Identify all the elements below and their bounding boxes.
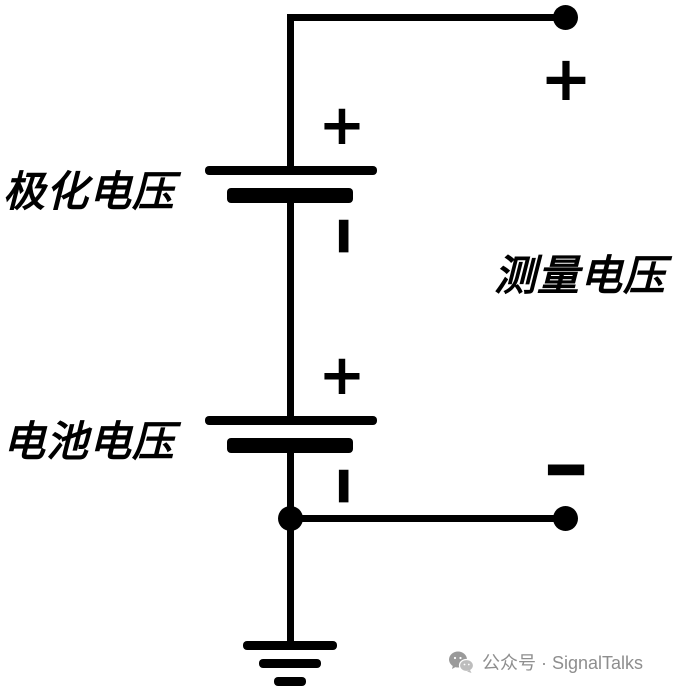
wire-horizontal-bottom (290, 515, 568, 522)
wire-horizontal-top (287, 14, 568, 21)
wechat-icon (449, 651, 474, 673)
measured-minus-sign: − (541, 412, 591, 522)
ground-bar-short (274, 677, 306, 686)
measured-plus-sign: + (540, 42, 592, 115)
battery2-plus-sign: + (318, 343, 366, 408)
wire-vertical-top (287, 14, 294, 171)
battery1-short-plate (227, 188, 353, 203)
wire-vertical-bottom (287, 450, 294, 649)
footer-credit-text: 公众号 · SignalTalks (482, 653, 644, 673)
measured-voltage-label: 测量电压 (494, 254, 667, 300)
terminal-node-positive (553, 5, 578, 30)
battery2-short-plate (227, 438, 353, 453)
footer-credit: 公众号 · SignalTalks (448, 649, 643, 675)
ground-bar-middle (259, 659, 321, 668)
battery1-long-plate (205, 166, 377, 175)
junction-node (278, 506, 303, 531)
battery1-plus-sign: + (318, 93, 366, 158)
battery2-minus-sign: − (296, 464, 393, 508)
terminal-node-negative (553, 506, 578, 531)
wire-vertical-middle (287, 200, 294, 420)
battery2-long-plate (205, 416, 377, 425)
battery1-minus-sign: − (296, 214, 393, 258)
polarization-voltage-label: 极化电压 (3, 170, 176, 216)
battery-voltage-label: 电池电压 (3, 420, 176, 466)
ground-bar-long (243, 641, 337, 650)
